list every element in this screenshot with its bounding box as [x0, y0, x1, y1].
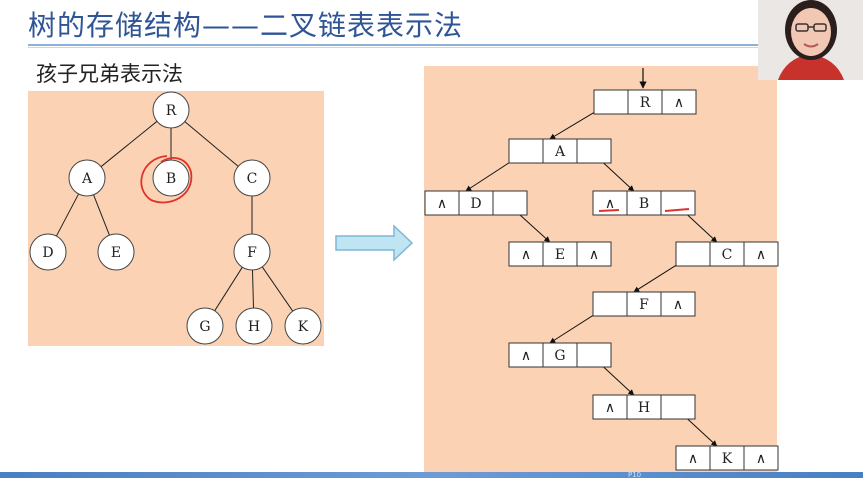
list-node-c: C∧ — [675, 241, 779, 267]
list-node-a: A — [508, 138, 612, 164]
list-node-box — [592, 291, 696, 317]
list-node-data: C — [722, 247, 733, 263]
tree-node-circle — [284, 307, 322, 345]
list-node-box — [424, 190, 528, 216]
tree-node-circle — [235, 307, 273, 345]
tree-panel — [28, 91, 324, 346]
tree-edge-r-c — [184, 121, 239, 167]
list-node-data: A — [554, 144, 566, 160]
title-underline-secondary — [28, 47, 858, 48]
tree-node-label: F — [247, 245, 257, 261]
tree-node-label: R — [166, 103, 177, 119]
tree-nodes: R A B C D E F G H K — [29, 91, 322, 345]
highlight-circle-b — [140, 155, 193, 204]
list-node-box — [675, 241, 779, 267]
list-node-g: G∧ — [508, 342, 612, 368]
tree-node-label: B — [166, 171, 176, 187]
tree-node-label: G — [199, 319, 210, 335]
list-node-box — [508, 342, 612, 368]
tree-node-label: H — [248, 319, 260, 335]
list-node-box — [508, 241, 612, 267]
list-node-k: K ∧ ∧ — [675, 445, 779, 471]
transform-arrow — [335, 224, 414, 262]
tree-node-circle — [29, 233, 67, 271]
underline-mark-first-child — [598, 209, 620, 212]
tree-node-f: F — [233, 233, 271, 271]
null-next-sibling: ∧ — [674, 95, 684, 111]
tree-node-b: B — [152, 159, 190, 197]
underline-mark-next-sibling — [664, 208, 690, 212]
tree-edge-a-e — [93, 194, 110, 236]
null-first-child: ∧ — [521, 348, 531, 364]
list-node-f: F∧ — [592, 291, 696, 317]
tree-node-circle — [233, 159, 271, 197]
tree-node-label: K — [298, 319, 309, 335]
tree-edge-f-h — [251, 269, 255, 309]
list-node-data: G — [554, 348, 565, 364]
list-node-box — [508, 138, 612, 164]
tree-node-a: A — [68, 159, 106, 197]
null-next-sibling: ∧ — [756, 451, 766, 467]
tree-node-e: E — [97, 233, 135, 271]
list-node-data: B — [639, 196, 649, 212]
null-first-child: ∧ — [437, 196, 447, 212]
list-node-data: E — [555, 247, 565, 263]
list-node-data: R — [640, 95, 651, 111]
tree-node-c: C — [233, 159, 271, 197]
list-node-box — [675, 445, 779, 471]
slide-subtitle: 孩子兄弟表示法 — [36, 62, 183, 86]
annotation-marks — [140, 155, 690, 212]
presenter-avatar — [758, 0, 863, 80]
list-node-h: H∧ — [592, 394, 696, 420]
tree-node-d: D — [29, 233, 67, 271]
tree-node-label: E — [111, 245, 121, 261]
tree-node-label: D — [42, 245, 53, 261]
tree-node-circle — [68, 159, 106, 197]
tree-node-circle — [97, 233, 135, 271]
tree-edges — [55, 120, 294, 312]
tree-node-circle — [186, 307, 224, 345]
list-node-data: F — [639, 297, 649, 313]
list-node-box — [592, 394, 696, 420]
tree-node-g: G — [186, 307, 224, 345]
title-underline — [28, 44, 858, 46]
tree-edge-f-g — [214, 266, 243, 312]
tree-edge-f-k — [261, 266, 294, 312]
null-next-sibling: ∧ — [589, 247, 599, 263]
null-first-child: ∧ — [521, 247, 531, 263]
tree-node-r: R — [152, 91, 190, 129]
tree-node-circle — [152, 91, 190, 129]
slide-title: 树的存储结构——二叉链表表示法 — [28, 9, 464, 42]
tree-node-k: K — [284, 307, 322, 345]
null-first-child: ∧ — [605, 196, 615, 212]
list-node-box — [593, 89, 697, 115]
null-first-child: ∧ — [688, 451, 698, 467]
list-node-r: R∧ — [593, 89, 697, 115]
list-node-data: D — [470, 196, 481, 212]
tree-node-circle — [233, 233, 271, 271]
list-node-d: D∧ — [424, 190, 528, 216]
tree-node-circle — [152, 159, 190, 197]
list-node-data: H — [638, 400, 650, 416]
list-node-e: E ∧ ∧ — [508, 241, 612, 267]
presenter-webcam — [758, 0, 863, 80]
tree-node-label: A — [81, 171, 93, 187]
null-first-child: ∧ — [605, 400, 615, 416]
tree-edge-r-a — [100, 120, 158, 168]
page-number: P10 — [628, 471, 642, 479]
null-next-sibling: ∧ — [756, 247, 766, 263]
list-node-data: K — [722, 451, 733, 467]
null-next-sibling: ∧ — [673, 297, 683, 313]
tree-node-h: H — [235, 307, 273, 345]
tree-edge-a-d — [55, 193, 80, 237]
slide-bottom-bar — [0, 472, 863, 478]
tree-node-label: C — [247, 171, 258, 187]
